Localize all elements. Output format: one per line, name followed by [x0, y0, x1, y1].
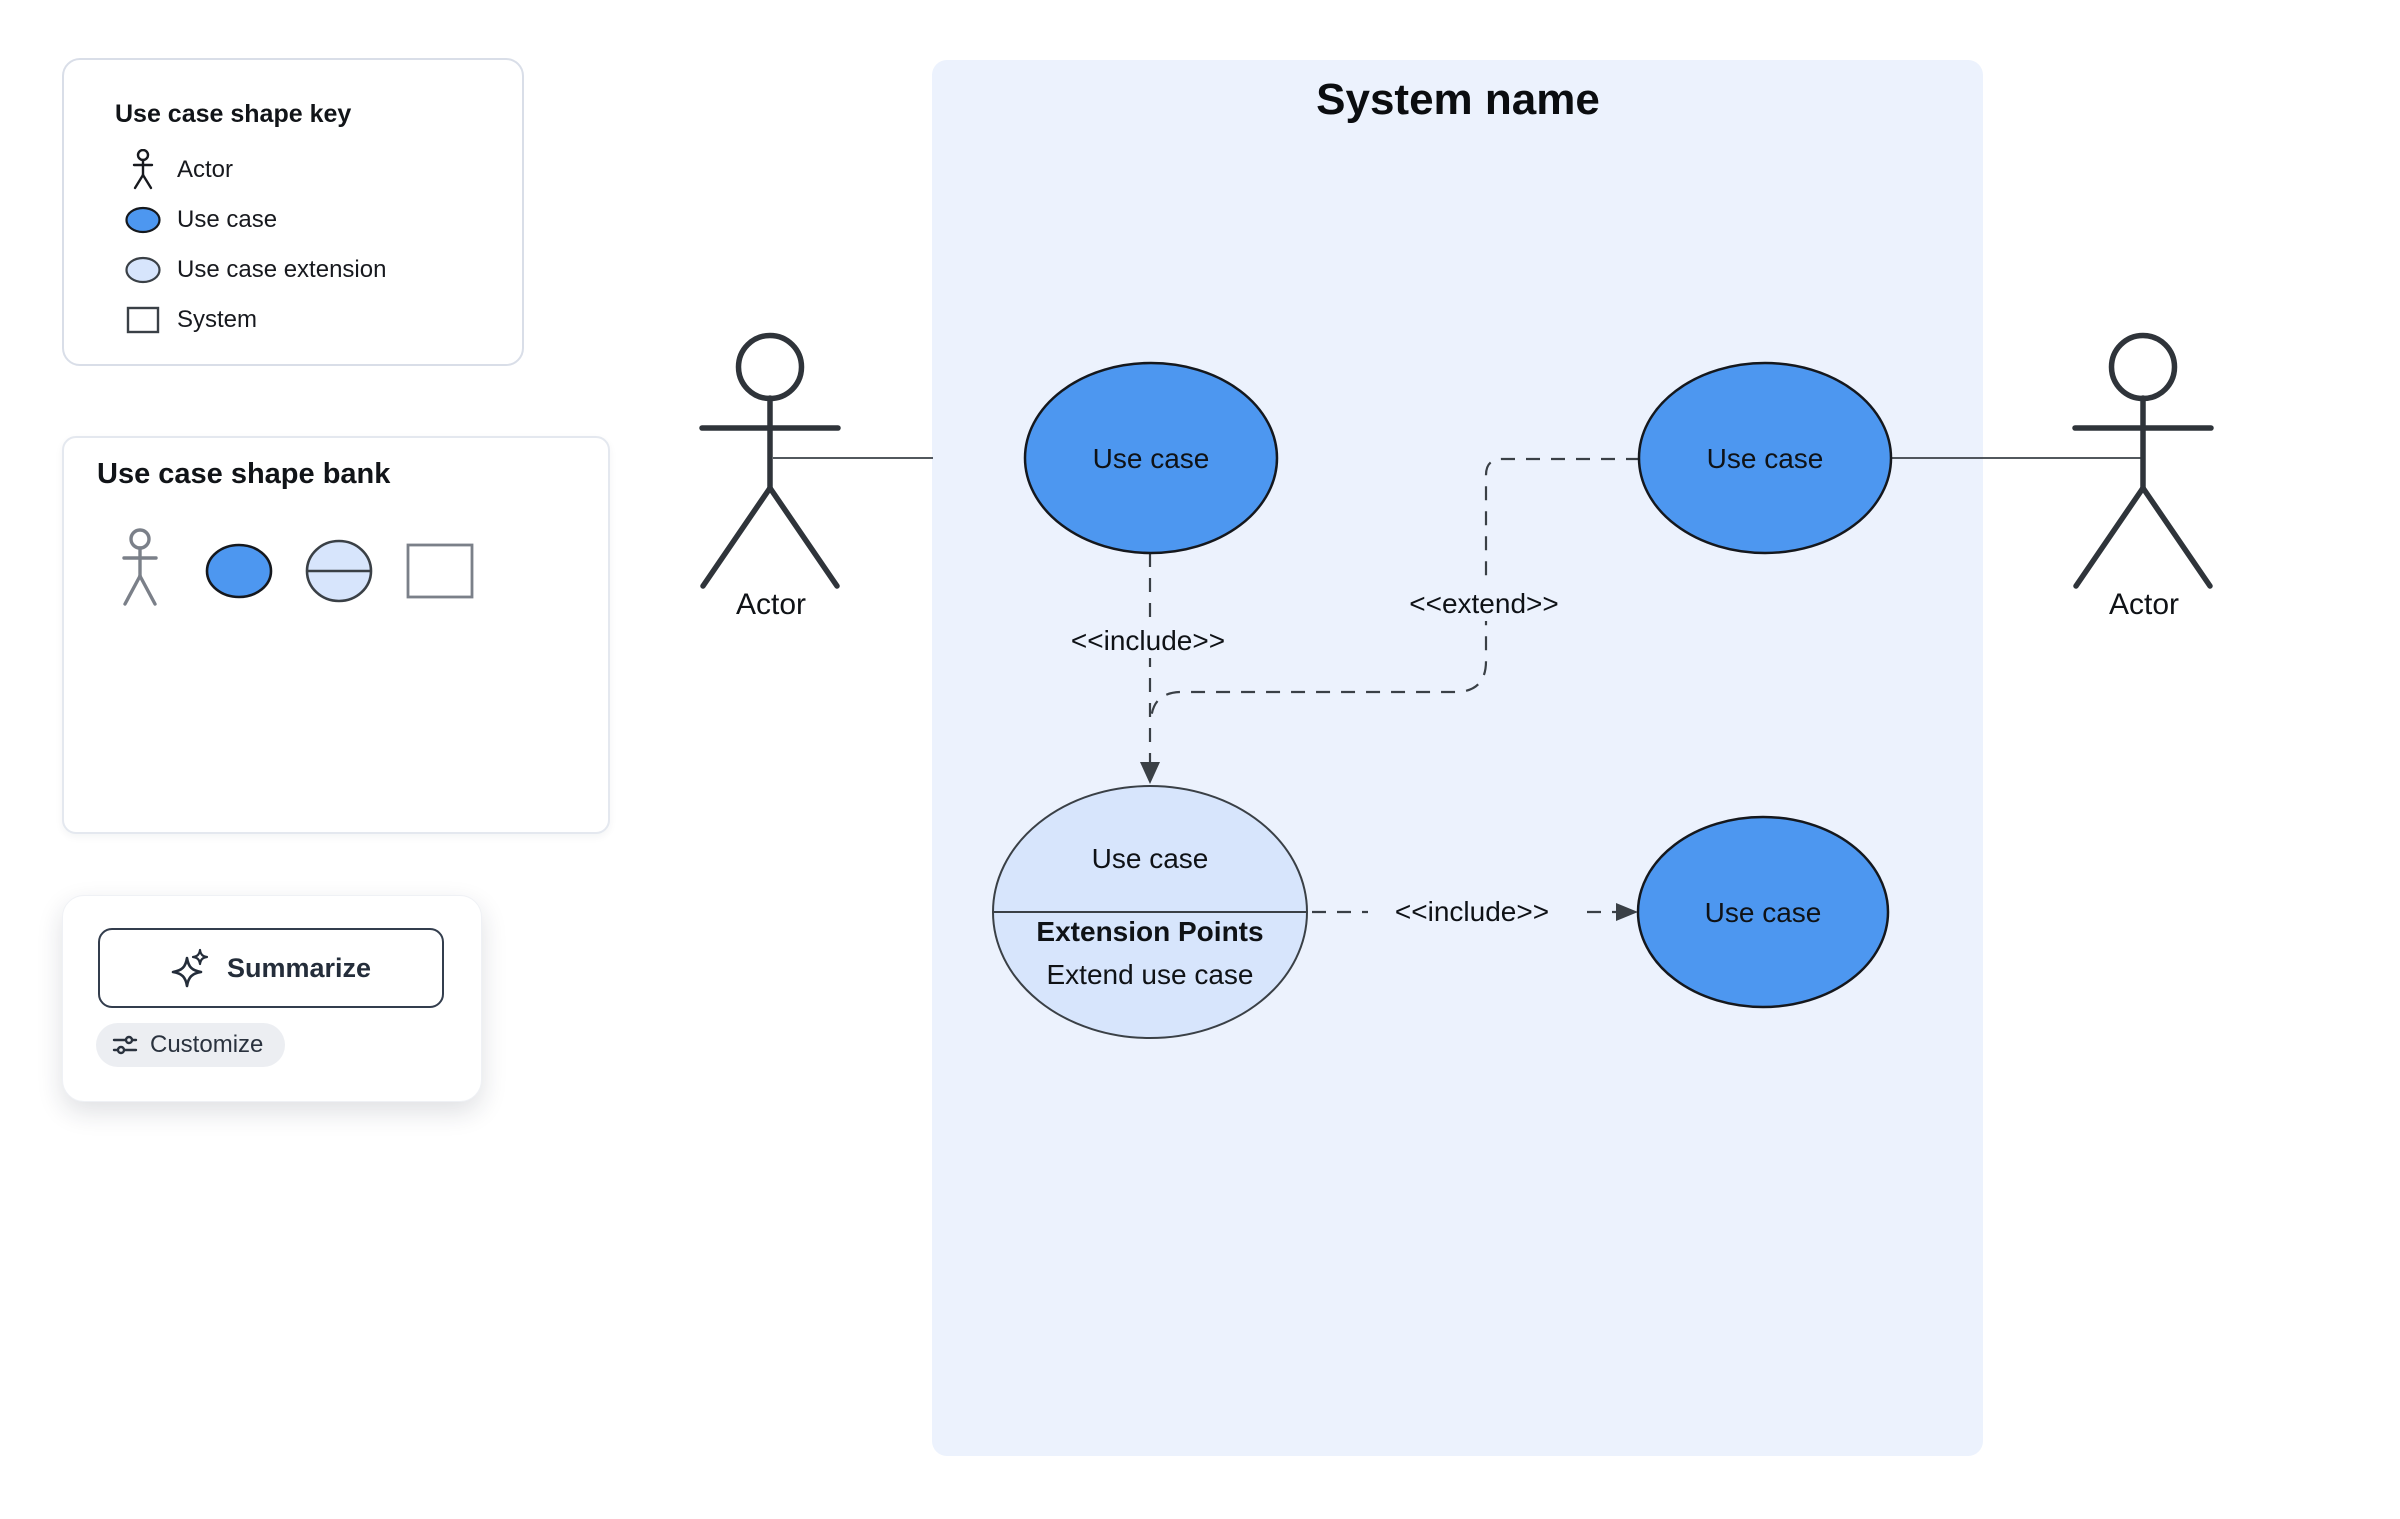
include-label-2-bg	[1368, 893, 1578, 929]
include-label-bg	[1043, 622, 1255, 658]
use-case-shape-bottom-right[interactable]: Use case	[1636, 815, 1890, 1009]
use-case-label: Use case	[1707, 443, 1824, 474]
actor-icon	[119, 149, 167, 191]
use-case-shape-top-left[interactable]: Use case	[1023, 361, 1279, 555]
use-case-extension-shape[interactable]: Use case Extension Points Extend use cas…	[992, 785, 1308, 1039]
include-label-2[interactable]: <<include>>	[1395, 896, 1549, 927]
extension-title: Use case	[1092, 843, 1209, 874]
extend-label-bg	[1384, 585, 1586, 621]
use-case-icon	[119, 206, 167, 234]
bank-use-case-shape[interactable]	[204, 542, 274, 605]
summarize-label: Summarize	[226, 952, 372, 983]
key-row-actor: Actor	[119, 145, 233, 195]
bank-system-shape[interactable]	[406, 543, 474, 604]
system-title: System name	[1316, 75, 1600, 124]
use-case-label: Use case	[1093, 443, 1210, 474]
use-case-shape-top-right[interactable]: Use case	[1637, 361, 1893, 555]
actor-leg	[767, 485, 840, 589]
summarize-button[interactable]: Summarize	[98, 928, 444, 1008]
ai-actions-panel: Summarize Customize	[62, 895, 482, 1102]
key-label-use-case-extension: Use case extension	[177, 256, 387, 283]
actor-right-label: Actor	[2109, 588, 2179, 621]
shape-bank-title: Use case shape bank	[97, 458, 391, 490]
shape-key-panel: Use case shape key Actor Use case	[62, 58, 524, 366]
customize-button[interactable]: Customize	[96, 1023, 286, 1067]
extension-point-item: Extend use case	[1046, 959, 1253, 990]
actor-leg	[2140, 485, 2213, 589]
sliders-icon	[112, 1033, 138, 1057]
customize-label: Customize	[150, 1031, 264, 1058]
actor-leg	[2073, 485, 2146, 589]
arrowhead-right-icon	[1616, 903, 1638, 921]
actor-leg	[700, 485, 773, 589]
bank-use-case-extension-shape[interactable]	[304, 539, 374, 608]
shape-bank-panel: Use case shape bank	[62, 436, 610, 834]
key-row-use-case-extension: Use case extension	[119, 245, 386, 295]
key-row-system: System	[119, 295, 257, 345]
actor-left-shape[interactable]	[699, 332, 841, 589]
shape-key-title: Use case shape key	[115, 100, 352, 128]
actor-right-shape[interactable]	[2072, 332, 2214, 589]
actor-head	[2108, 332, 2178, 402]
key-label-actor: Actor	[177, 156, 234, 183]
bank-actor-shape[interactable]	[121, 528, 159, 615]
extend-label[interactable]: <<extend>>	[1409, 588, 1558, 619]
system-boundary-shape[interactable]: System name	[932, 60, 1983, 1456]
include-label[interactable]: <<include>>	[1071, 625, 1225, 656]
key-label-system: System	[177, 306, 258, 333]
sparkle-icon	[171, 948, 211, 988]
use-case-extension-icon	[119, 256, 167, 284]
arrowhead-down-icon	[1140, 762, 1160, 784]
actor-left-label: Actor	[736, 588, 806, 621]
key-row-use-case: Use case	[119, 195, 277, 245]
key-label-use-case: Use case	[177, 206, 278, 233]
system-boundary-rect[interactable]	[932, 60, 1983, 1456]
use-case-label: Use case	[1705, 897, 1822, 928]
extension-points-heading: Extension Points	[1036, 916, 1263, 947]
system-icon	[119, 306, 167, 334]
actor-head	[735, 332, 805, 402]
